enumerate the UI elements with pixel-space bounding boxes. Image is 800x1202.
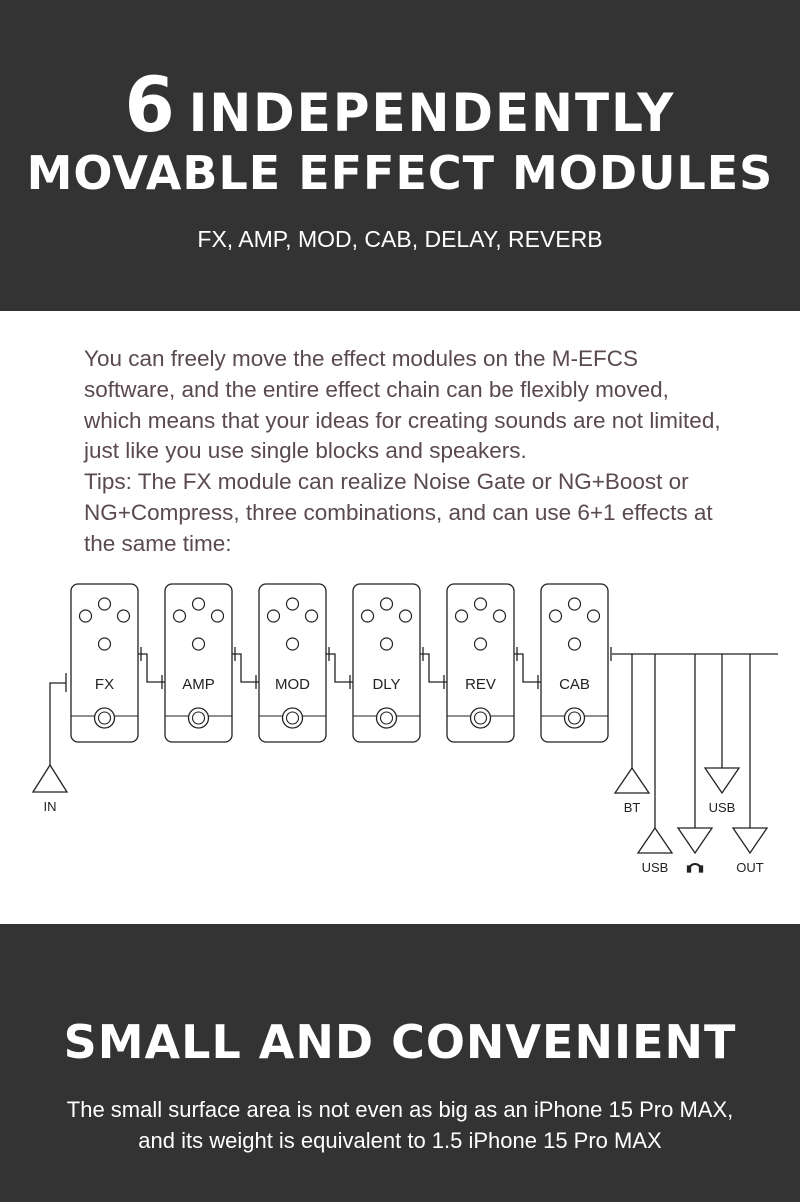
knob-icon bbox=[97, 637, 112, 651]
description-text: You can freely move the effect modules o… bbox=[84, 346, 721, 556]
pedal-body bbox=[446, 583, 515, 743]
knob-icon bbox=[379, 637, 394, 651]
headline-line-2: MOVABLE EFFECT MODULES bbox=[26, 146, 774, 200]
wiring-group bbox=[31, 653, 778, 873]
module-label: AMP bbox=[182, 676, 215, 693]
connector-wire bbox=[138, 653, 165, 683]
knob-icon bbox=[492, 609, 507, 623]
input-triangle bbox=[31, 763, 69, 793]
effect-module-cab[interactable]: CAB bbox=[540, 583, 609, 743]
usb-label-b: USB bbox=[709, 800, 736, 815]
effect-chain-diagram: FX AMP MOD DLY REV CAB IN BT USB USB OUT bbox=[31, 583, 778, 875]
knob-icon bbox=[304, 609, 319, 623]
bt-triangle bbox=[613, 766, 651, 794]
connector-wire bbox=[514, 653, 541, 683]
headline-title-1: INDEPENDENTLY bbox=[188, 82, 676, 144]
effect-module-rev[interactable]: REV bbox=[446, 583, 515, 743]
knob-icon bbox=[97, 597, 112, 611]
knob-icon bbox=[172, 609, 187, 623]
module-label: REV bbox=[465, 676, 496, 693]
knob-icon bbox=[266, 609, 281, 623]
module-list-subtitle: FX, AMP, MOD, CAB, DELAY, REVERB bbox=[197, 226, 603, 252]
connector-wire bbox=[420, 653, 447, 683]
knob-icon bbox=[116, 609, 131, 623]
footswitch-icon bbox=[187, 707, 210, 729]
knob-icon bbox=[379, 597, 394, 611]
module-label: DLY bbox=[372, 676, 400, 693]
knob-icon bbox=[285, 637, 300, 651]
footswitch-icon bbox=[93, 707, 116, 729]
knob-icon bbox=[285, 597, 300, 611]
footswitch-icon bbox=[469, 707, 492, 729]
footer-description: The small surface area is not even as bi… bbox=[66, 1097, 734, 1153]
connector-wire bbox=[326, 653, 353, 683]
effect-module-amp[interactable]: AMP bbox=[164, 583, 233, 743]
footer-title: SMALL AND CONVENIENT bbox=[63, 1015, 737, 1069]
out-triangle bbox=[731, 827, 769, 855]
knob-icon bbox=[191, 637, 206, 651]
usb-triangle-b bbox=[703, 767, 741, 795]
headphones-icon-right bbox=[698, 865, 704, 873]
footswitch-icon bbox=[563, 707, 586, 729]
knob-icon bbox=[398, 609, 413, 623]
knob-icon bbox=[360, 609, 375, 623]
knob-icon bbox=[586, 609, 601, 623]
pedal-body bbox=[540, 583, 609, 743]
knob-icon bbox=[548, 609, 563, 623]
footswitch-inner-icon bbox=[285, 711, 300, 725]
module-label: FX bbox=[95, 676, 114, 693]
bottom-banner: SMALL AND CONVENIENT The small surface a… bbox=[0, 924, 800, 1202]
knob-icon bbox=[567, 637, 582, 651]
input-label: IN bbox=[44, 799, 57, 814]
footswitch-inner-icon bbox=[191, 711, 206, 725]
headphones-icon-left bbox=[686, 865, 692, 873]
input-wire bbox=[49, 682, 66, 765]
footswitch-inner-icon bbox=[567, 711, 582, 725]
connector-wire bbox=[232, 653, 259, 683]
pedal-body bbox=[164, 583, 233, 743]
knob-icon bbox=[78, 609, 93, 623]
phones-triangle bbox=[676, 827, 714, 855]
usb-triangle-a bbox=[636, 826, 674, 854]
usb-label-a: USB bbox=[642, 860, 669, 875]
pedal-body bbox=[70, 583, 139, 743]
footswitch-inner-icon bbox=[473, 711, 488, 725]
footswitch-icon bbox=[375, 707, 398, 729]
headline-number: 6 bbox=[124, 60, 177, 149]
knob-icon bbox=[473, 597, 488, 611]
footswitch-inner-icon bbox=[379, 711, 394, 725]
footswitch-icon bbox=[281, 707, 304, 729]
effect-module-fx[interactable]: FX bbox=[70, 583, 139, 743]
bt-label: BT bbox=[624, 800, 641, 815]
out-label: OUT bbox=[736, 860, 764, 875]
knob-icon bbox=[473, 637, 488, 651]
module-label: MOD bbox=[275, 676, 310, 693]
effect-module-dly[interactable]: DLY bbox=[352, 583, 421, 743]
knob-icon bbox=[191, 597, 206, 611]
module-group: FX AMP MOD DLY REV CAB bbox=[70, 583, 612, 743]
pedal-body bbox=[258, 583, 327, 743]
module-label: CAB bbox=[559, 676, 590, 693]
knob-icon bbox=[454, 609, 469, 623]
knob-icon bbox=[210, 609, 225, 623]
footswitch-inner-icon bbox=[97, 711, 112, 725]
effect-module-mod[interactable]: MOD bbox=[258, 583, 327, 743]
knob-icon bbox=[567, 597, 582, 611]
pedal-body bbox=[352, 583, 421, 743]
